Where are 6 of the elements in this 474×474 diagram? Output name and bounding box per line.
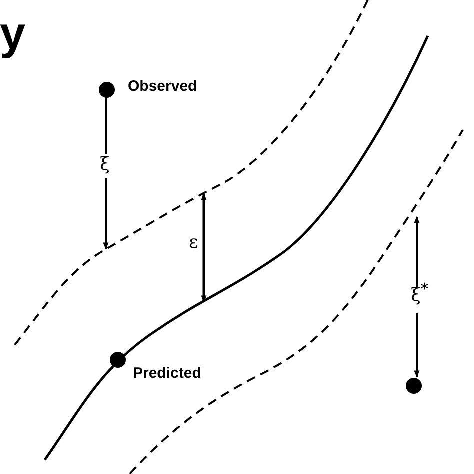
symbol-label: ε [189,234,198,252]
symbol-label: ξ$^{*}$ [411,282,428,305]
symbol-label: ξ [100,156,110,174]
point-label: Predicted [133,366,202,381]
axis-label: y [0,10,26,56]
point-label: Observed [128,79,198,94]
